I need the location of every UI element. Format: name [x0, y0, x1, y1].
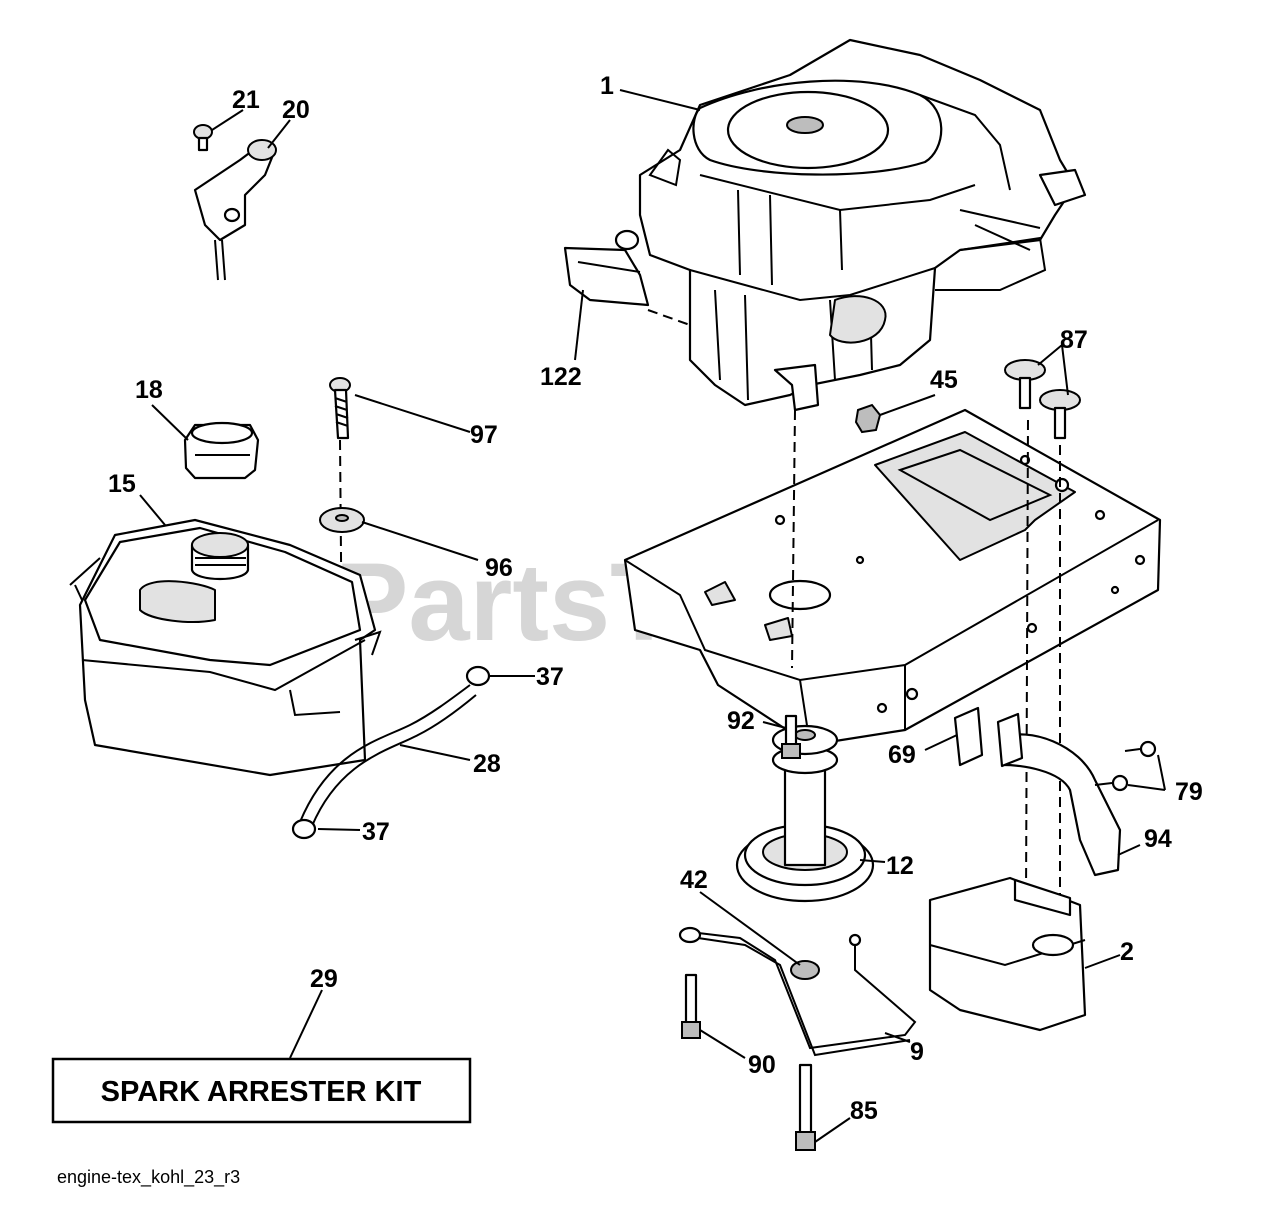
spark-arrester-kit-label: SPARK ARRESTER KIT [101, 1076, 422, 1108]
callout-85: 85 [850, 1097, 878, 1125]
callout-28: 28 [473, 750, 501, 778]
callout-20: 20 [282, 96, 310, 124]
engine-part[interactable] [638, 38, 1087, 412]
callout-122: 122 [540, 363, 582, 391]
leader-lines [139, 89, 1166, 1143]
alignment-lines [339, 409, 1061, 910]
callout-92: 92 [727, 707, 755, 735]
clamp-part-37-upper[interactable] [465, 665, 491, 687]
bolt-part-97[interactable] [329, 377, 351, 440]
callout-90: 90 [748, 1051, 776, 1079]
pulley-part-12[interactable] [735, 724, 875, 903]
callout-21: 21 [232, 86, 260, 114]
callout-29: 29 [310, 965, 338, 993]
bolt-part-90[interactable] [681, 973, 701, 1039]
callout-87: 87 [1060, 326, 1088, 354]
callout-69: 69 [888, 741, 916, 769]
callout-9: 9 [910, 1038, 924, 1066]
figure-code: engine-tex_kohl_23_r3 [57, 1167, 240, 1188]
muffler-part-2[interactable] [928, 876, 1087, 1032]
washer-part-96[interactable] [319, 507, 365, 533]
callout-12: 12 [886, 852, 914, 880]
callout-97: 97 [470, 421, 498, 449]
clamp-part-37-lower[interactable] [291, 818, 317, 840]
exhaust-pipe-part-94[interactable] [998, 733, 1122, 877]
spark-arrester-kit-box[interactable]: SPARK ARRESTER KIT [51, 1057, 472, 1124]
callout-45: 45 [930, 366, 958, 394]
dashed-line [647, 309, 691, 326]
callout-96: 96 [485, 554, 513, 582]
callout-37-upper: 37 [536, 663, 564, 691]
callout-18: 18 [135, 376, 163, 404]
bolts-part-79[interactable] [1094, 740, 1157, 792]
callout-1: 1 [600, 72, 614, 100]
fuel-tank-part-15[interactable] [69, 518, 382, 777]
bolt-part-85[interactable] [795, 1063, 816, 1151]
washer-part-42[interactable] [790, 960, 820, 980]
fuel-hose-part-28[interactable] [299, 684, 477, 827]
bolts-part-87[interactable] [1004, 359, 1081, 440]
callout-15: 15 [108, 470, 136, 498]
gasket-part-69[interactable] [953, 706, 1024, 768]
callout-2: 2 [1120, 938, 1134, 966]
throttle-control-part-20[interactable] [193, 139, 277, 281]
bracket-part-122[interactable] [563, 229, 650, 307]
fuel-cap-part-18[interactable] [183, 421, 260, 480]
bolt-part-92[interactable] [781, 714, 801, 759]
nut-part-45[interactable] [854, 403, 882, 434]
screw-part-21[interactable] [193, 124, 213, 152]
callout-numbers: 1 122 45 87 97 96 37 28 37 15 18 21 20 9… [108, 72, 1203, 1125]
callout-42: 42 [680, 866, 708, 894]
callout-37-lower: 37 [362, 818, 390, 846]
callout-79: 79 [1175, 778, 1203, 806]
frame-part[interactable] [623, 408, 1162, 747]
callout-94: 94 [1144, 825, 1172, 853]
rod-part-9[interactable] [678, 926, 917, 1057]
